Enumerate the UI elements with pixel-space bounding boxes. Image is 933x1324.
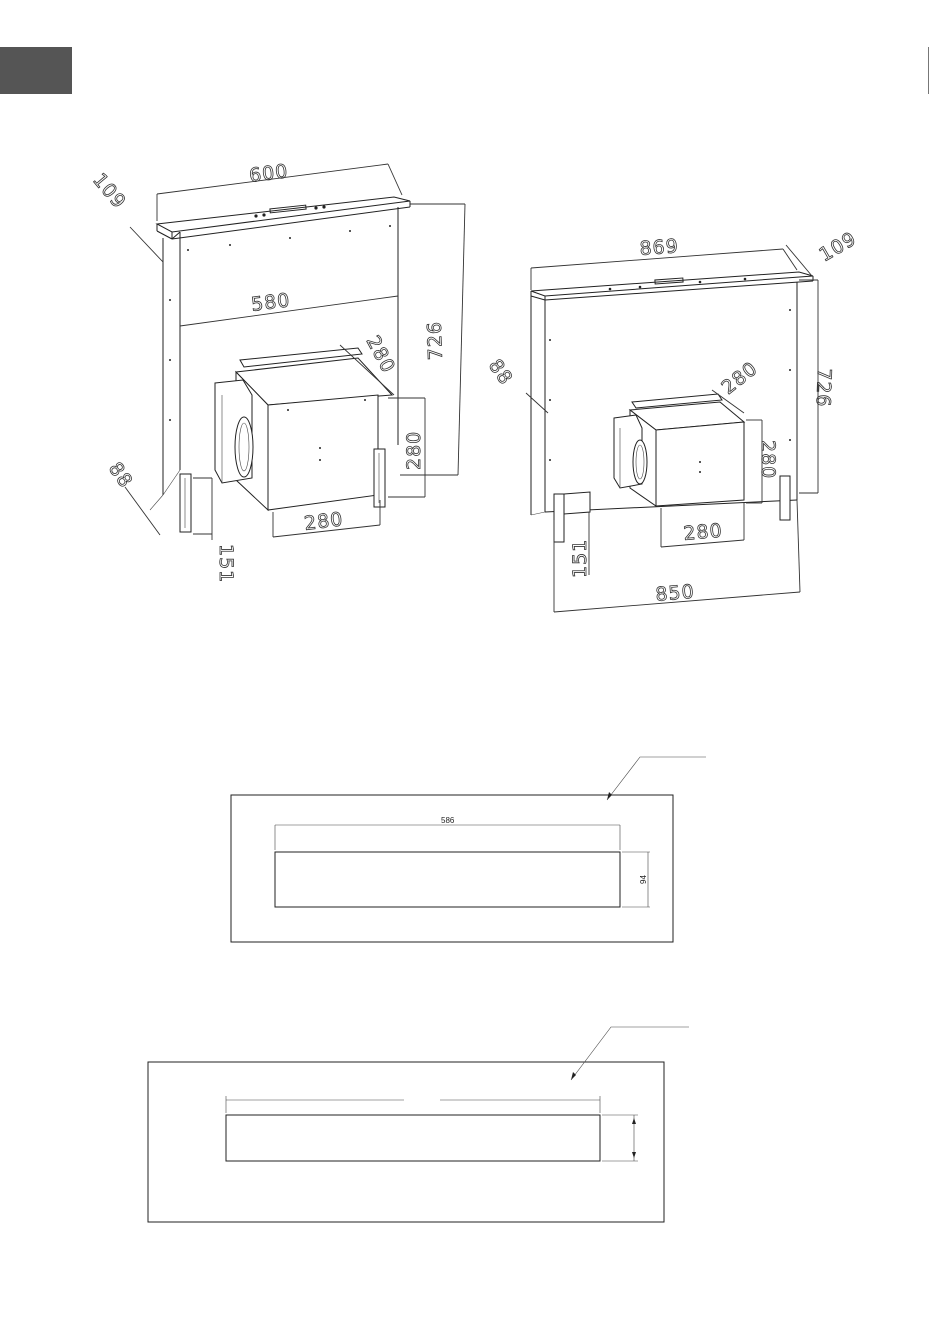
dim-side-depth-r: 88 (484, 355, 517, 389)
cutout1-height: 94 (639, 875, 648, 884)
dim-bracket-height: 151 (215, 544, 237, 583)
cutout-diagram-2 (148, 1027, 689, 1222)
cutout1-width: 586 (441, 816, 455, 825)
cutout-diagram-1: 586 94 (231, 757, 706, 942)
dim-motor-depth-r: 280 (718, 357, 762, 399)
hood-right-view (531, 272, 813, 542)
dim-top-width: 600 (248, 160, 290, 187)
dim-motor-height-r: 280 (757, 440, 779, 479)
dim-height-r: 726 (812, 368, 835, 408)
dim-bottom-depth: 88 (104, 458, 137, 492)
dim-bracket-height-r: 151 (569, 539, 591, 578)
dim-motor-height: 280 (403, 431, 425, 470)
dim-bottom-width-r: 850 (655, 581, 696, 606)
dim-motor-width: 280 (303, 508, 345, 535)
hood-left-view (150, 197, 410, 532)
dim-top-width-r: 869 (639, 235, 680, 260)
dim-inner-width: 580 (250, 289, 292, 316)
dim-motor-width-r: 280 (683, 520, 724, 545)
dim-top-depth-r: 109 (816, 228, 861, 267)
dim-height: 726 (424, 321, 447, 361)
dim-top-depth: 109 (88, 169, 130, 213)
